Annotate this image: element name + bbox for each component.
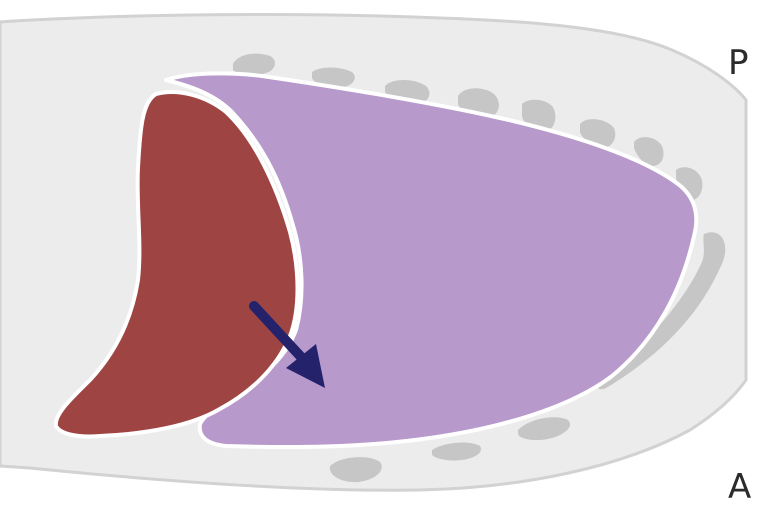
posterior-label: P: [728, 43, 749, 83]
anterior-label: A: [728, 467, 751, 507]
